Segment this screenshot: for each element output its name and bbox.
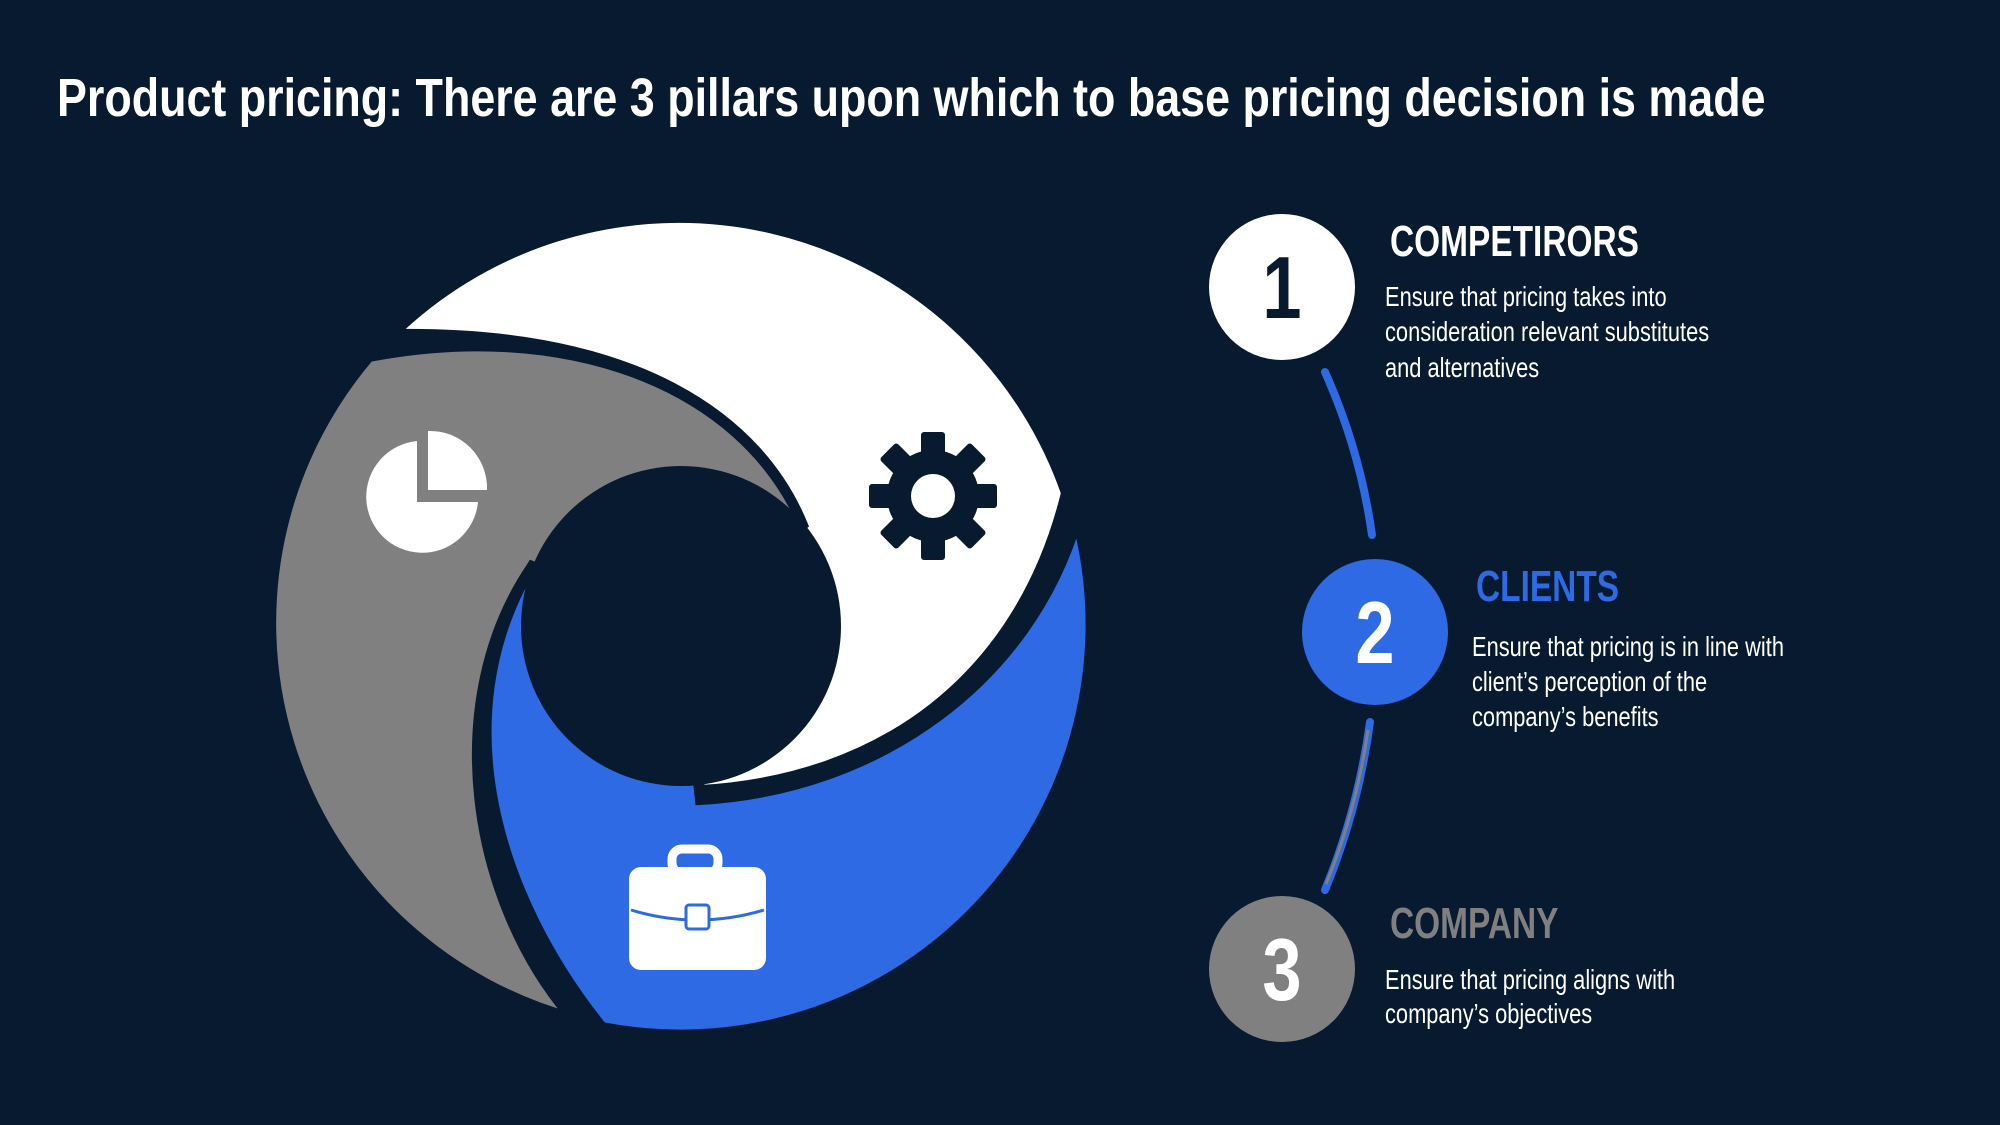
pillar-3-line-1: Ensure that pricing aligns with: [1385, 964, 1676, 995]
pillar-1-line-3: and alternatives: [1385, 352, 1540, 383]
pillar-2-line-2: client’s perception of the: [1472, 666, 1708, 697]
gear-icon: [869, 432, 997, 560]
pillar-3-badge: 3: [1209, 896, 1355, 1042]
pillar-1-line-2: consideration relevant substitutes: [1385, 316, 1710, 347]
briefcase-icon: [629, 844, 766, 970]
page-title: Product pricing: There are 3 pillars upo…: [57, 68, 1766, 128]
connector-2-3: [1321, 718, 1374, 894]
pillar-1-badge: 1: [1209, 214, 1355, 360]
connector-1-2: [1321, 368, 1376, 539]
pillar-2-badge: 2: [1302, 559, 1448, 705]
pillar-2-line-3: company’s benefits: [1472, 701, 1659, 732]
pie-chart-icon: [366, 430, 488, 553]
pillar-1-number: 1: [1262, 238, 1301, 336]
pillar-3-line-2: company’s objectives: [1385, 998, 1593, 1029]
pillar-1-line-1: Ensure that pricing takes into: [1385, 281, 1667, 312]
pillar-3-number: 3: [1262, 920, 1301, 1018]
swirl-center-hole: [521, 466, 841, 786]
pillar-3-heading: COMPANY: [1390, 899, 1559, 948]
pillar-2-heading: CLIENTS: [1476, 562, 1620, 611]
pillar-2-line-1: Ensure that pricing is in line with: [1472, 631, 1784, 662]
pillar-1-heading: COMPETIRORS: [1390, 217, 1639, 266]
swirl-segment-competitors: [380, 212, 1072, 796]
pillar-2-number: 2: [1355, 583, 1394, 681]
